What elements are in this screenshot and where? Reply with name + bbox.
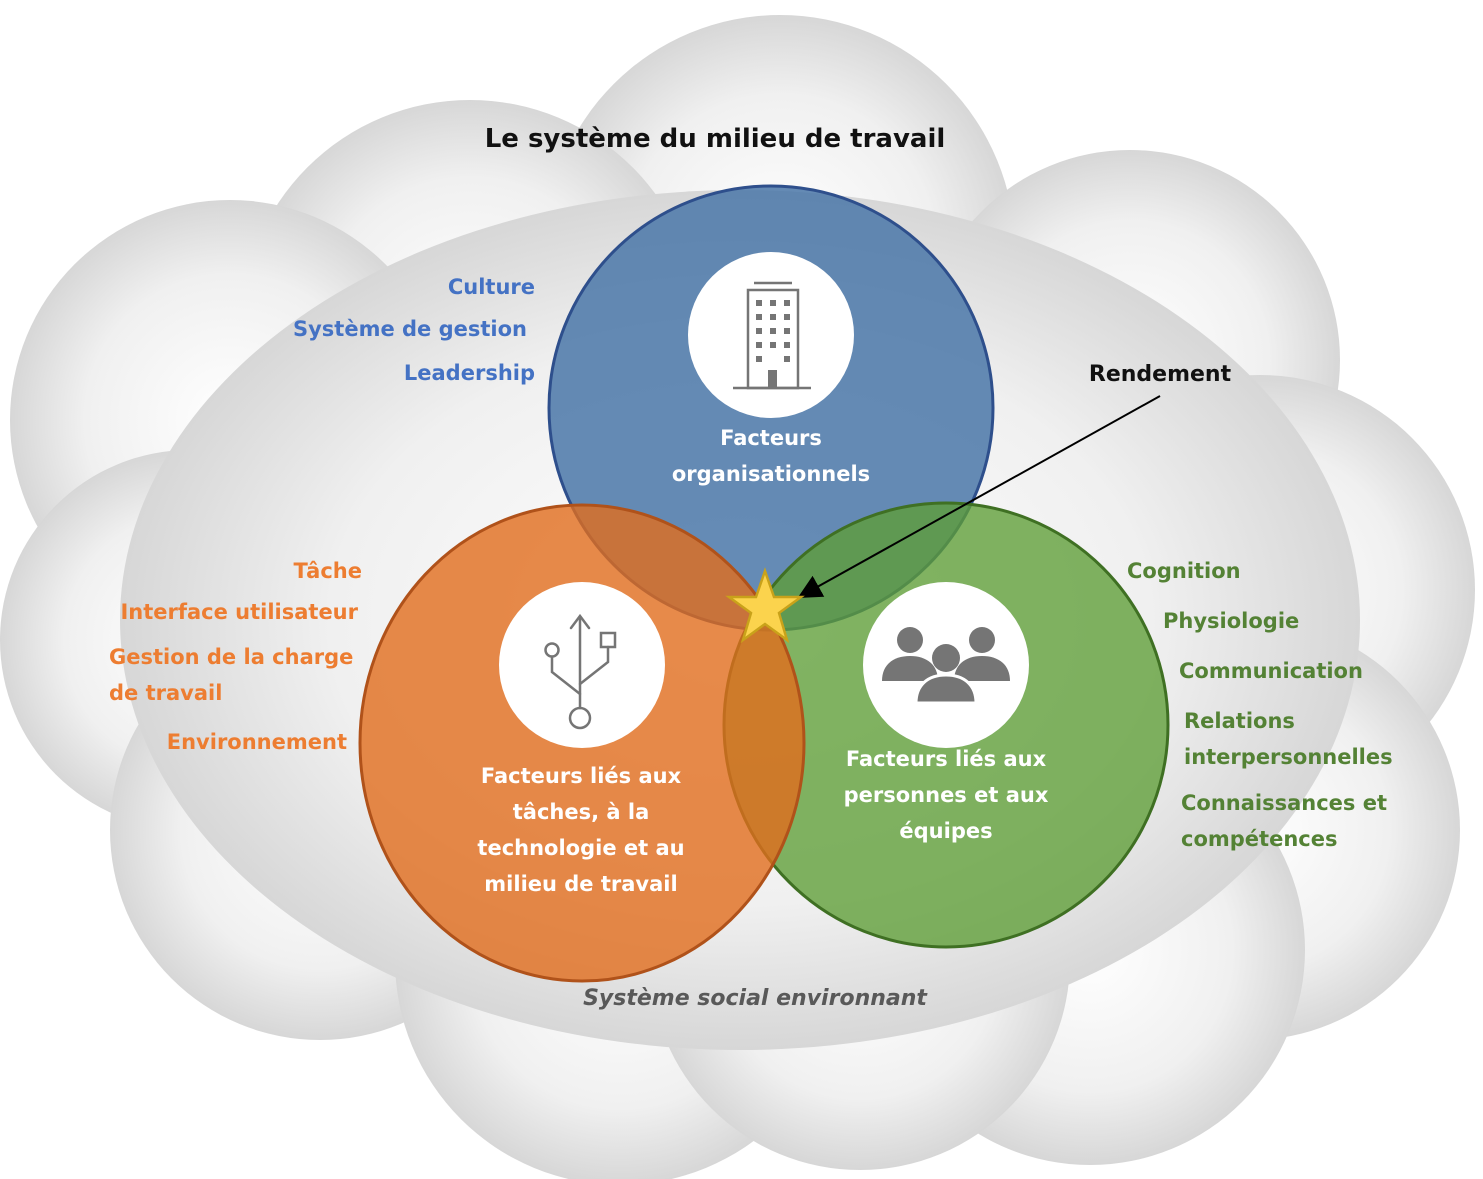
building-icon-circle [688, 252, 854, 418]
diagram-title: Le système du milieu de travail [484, 124, 946, 154]
organizational-label-line: organisationnels [671, 462, 871, 486]
task-item-environment: Environnement [166, 730, 347, 754]
building-icon [733, 281, 811, 390]
organizational-factors-label: Facteurs organisationnels [621, 420, 921, 492]
performance-label: Rendement [1088, 362, 1232, 387]
org-item-management-system: Système de gestion [292, 317, 527, 341]
organizational-label-line: Facteurs [720, 426, 822, 450]
task-label-line: Facteurs liés aux [480, 764, 682, 788]
people-factors-label: Facteurs liés aux personnes et aux équip… [796, 741, 1096, 849]
usb-icon [544, 613, 617, 730]
people-item-knowledge-line1: Connaissances et [1181, 791, 1388, 815]
people-item-physiology: Physiologie [1163, 609, 1300, 633]
task-item-task: Tâche [293, 559, 362, 583]
people-label-line: personnes et aux [843, 783, 1049, 807]
people-item-knowledge-line2: compétences [1181, 827, 1338, 851]
people-item-cognition: Cognition [1127, 559, 1241, 583]
task-label-line: tâches, à la [512, 800, 650, 824]
task-item-workload-line2: de travail [109, 681, 223, 705]
performance-arrow [797, 395, 1161, 598]
people-item-relations-line1: Relations [1184, 709, 1295, 733]
task-label-line: milieu de travail [484, 872, 678, 896]
task-factors-label: Facteurs liés aux tâches, à la technolog… [431, 758, 731, 902]
org-item-leadership: Leadership [403, 361, 535, 385]
task-label-line: technologie et au [477, 836, 685, 860]
task-item-workload-line1: Gestion de la charge [109, 645, 354, 669]
people-label-line: équipes [899, 819, 993, 843]
people-item-relations-line2: interpersonnelles [1184, 745, 1393, 769]
people-item-communication: Communication [1179, 659, 1363, 683]
usb-icon-circle [499, 582, 665, 748]
performance-star-icon [725, 567, 805, 644]
surrounding-system-label: Système social environnant [583, 986, 927, 1011]
people-label-line: Facteurs liés aux [845, 747, 1047, 771]
task-item-user-interface: Interface utilisateur [120, 600, 358, 624]
people-group-icon [882, 627, 1010, 705]
org-item-culture: Culture [447, 275, 535, 299]
